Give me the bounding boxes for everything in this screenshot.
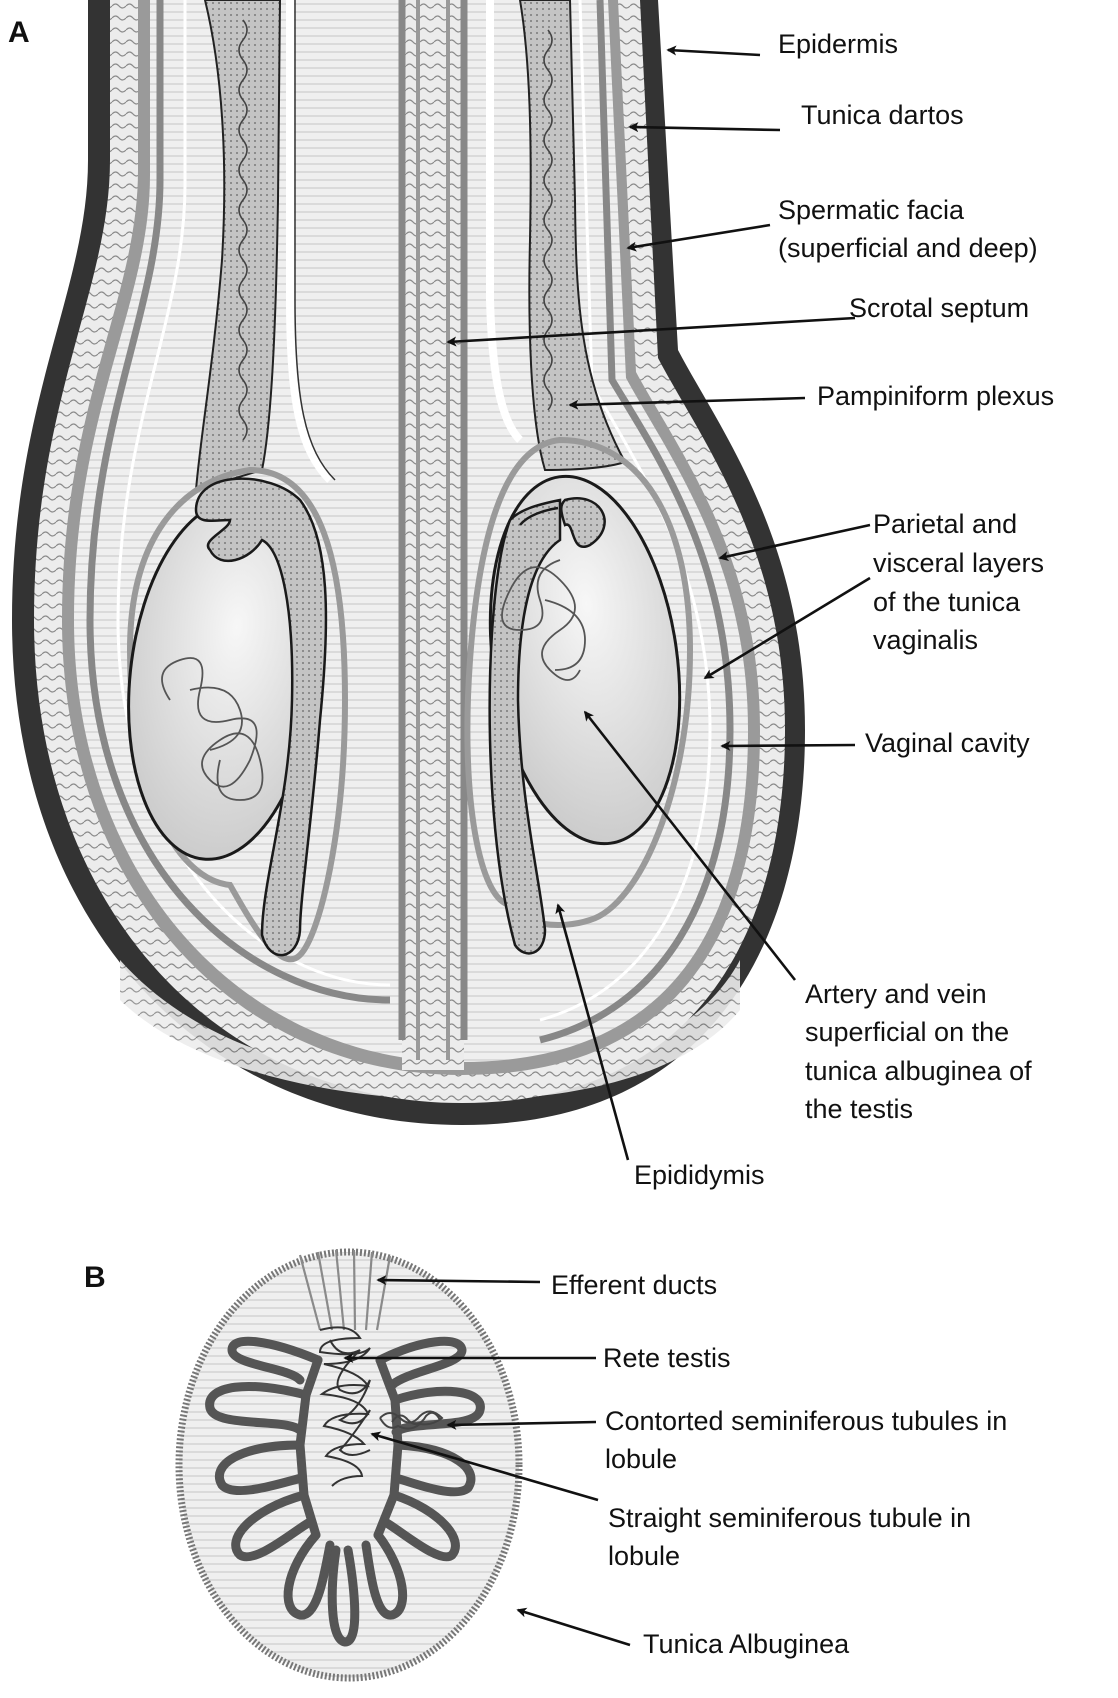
label-tunica-vaginalis-line2: visceral layers (873, 548, 1044, 578)
panel-a-letter: A (8, 16, 30, 49)
label-tunica-vaginalis-line4: vaginalis (873, 625, 978, 655)
label-pampiniform-plexus: Pampiniform plexus (817, 381, 1054, 411)
arrow-vaginal-cavity (722, 745, 855, 746)
label-epidermis: Epidermis (778, 29, 898, 59)
arrow-tunica-albuginea (518, 1610, 630, 1645)
label-epididymis: Epididymis (634, 1160, 765, 1190)
panel-b (179, 1250, 519, 1678)
label-straight-line2: lobule (608, 1541, 680, 1571)
label-scrotal-septum: Scrotal septum (849, 293, 1029, 323)
label-tunica-albuginea: Tunica Albuginea (643, 1629, 850, 1659)
label-tunica-vaginalis-line1: Parietal and (873, 509, 1017, 539)
label-vaginal-cavity: Vaginal cavity (865, 728, 1030, 758)
label-tunica-dartos: Tunica dartos (801, 100, 964, 130)
panel-a (12, 0, 805, 1125)
label-contorted-line1: Contorted seminiferous tubules in (605, 1406, 1007, 1436)
label-straight-line1: Straight seminiferous tubule in (608, 1503, 971, 1533)
label-rete-testis: Rete testis (603, 1343, 731, 1373)
label-artery-vein-line4: the testis (805, 1094, 913, 1124)
panel-b-letter: B (84, 1261, 106, 1294)
label-efferent-ducts: Efferent ducts (551, 1270, 717, 1300)
label-contorted-line2: lobule (605, 1444, 677, 1474)
label-artery-vein-line1: Artery and vein (805, 979, 987, 1009)
label-spermatic-facia-line1: Spermatic facia (778, 195, 965, 225)
scrotal-septum (402, 0, 464, 1070)
label-spermatic-facia-line2: (superficial and deep) (778, 233, 1038, 263)
arrow-epidermis (668, 50, 760, 55)
label-tunica-vaginalis-line3: of the tunica (873, 587, 1021, 617)
label-artery-vein-line3: tunica albuginea of (805, 1056, 1032, 1086)
label-artery-vein-line2: superficial on the (805, 1017, 1009, 1047)
